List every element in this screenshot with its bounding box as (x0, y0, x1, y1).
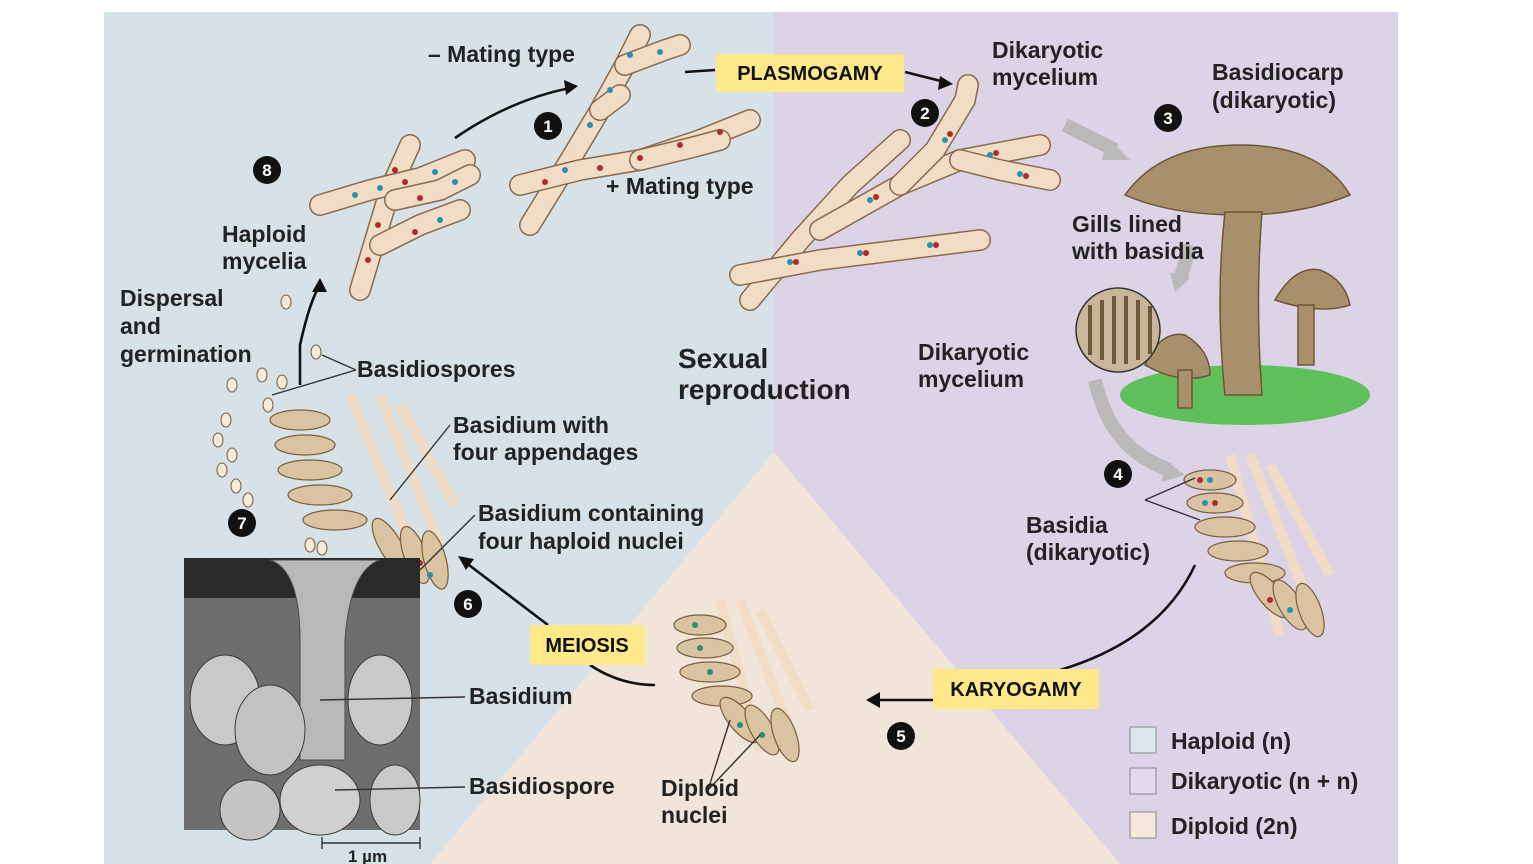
svg-text:1: 1 (543, 117, 552, 136)
dispersal-label-2: and (120, 313, 161, 339)
sem-micrograph (184, 558, 421, 841)
karyogamy-tag: KARYOGAMY (933, 669, 1099, 709)
dikaryotic-mycelium-illustration (729, 74, 1061, 311)
legend-item-haploid: Haploid (n) (1129, 726, 1291, 754)
diploid-nuclei-label-1: Diploid (661, 775, 739, 801)
svg-text:6: 6 (463, 595, 472, 614)
dikaryotic-mycelium-mid-label-2: mycelium (918, 366, 1024, 392)
basidium-nuclei-label-2: four haploid nuclei (478, 528, 684, 554)
dikaryotic-mycelium-mid-label-1: Dikaryotic (918, 339, 1029, 365)
leader-lines (271, 354, 1201, 849)
step-5-marker: 5 (887, 722, 915, 750)
basidiocarp-label-1: Basidiocarp (1212, 59, 1344, 85)
svg-text:5: 5 (896, 727, 905, 746)
svg-text:2: 2 (920, 104, 929, 123)
legend-item-diploid: Diploid (2n) (1129, 811, 1297, 839)
diploid-region (430, 452, 1120, 864)
step-3-marker: 3 (1154, 104, 1182, 132)
plus-mating-type-label: + Mating type (606, 173, 754, 199)
legend-label-dikaryotic: Dikaryotic (n + n) (1171, 768, 1358, 794)
step-1-marker: 1 (534, 112, 562, 140)
plasmogamy-tag: PLASMOGAMY (716, 54, 904, 92)
dispersal-label-1: Dispersal (120, 285, 224, 311)
legend-swatch-dikaryotic (1129, 767, 1157, 795)
scale-bar-label: 1 µm (348, 847, 387, 864)
meiosis-label: MEIOSIS (545, 635, 628, 657)
step-2-marker: 2 (911, 99, 939, 127)
dispersal-label-3: germination (120, 341, 252, 367)
step-7-marker: 7 (228, 509, 256, 537)
sexual-reproduction-label-2: reproduction (678, 374, 851, 405)
diploid-nuclei-label-2: nuclei (661, 802, 727, 828)
gills-label-2: with basidia (1071, 238, 1204, 264)
mating-hyphae-illustration (509, 24, 761, 236)
step-4-marker: 4 (1104, 460, 1132, 488)
basidium-label: Basidium (469, 683, 573, 709)
basidia-diploid-illustration (673, 598, 815, 763)
cycle-arrows (298, 68, 1197, 708)
dikaryotic-mycelium-top-label-2: mycelium (992, 64, 1098, 90)
basidiocarp-label-2: (dikaryotic) (1212, 87, 1336, 113)
sexual-reproduction-label-1: Sexual (678, 343, 768, 374)
step-8-marker: 8 (253, 156, 281, 184)
legend-label-haploid: Haploid (n) (1171, 728, 1291, 754)
basidia-haploid-illustration (269, 393, 460, 590)
plasmogamy-label: PLASMOGAMY (737, 63, 883, 85)
haploid-mycelia-label-1: Haploid (222, 221, 306, 247)
legend-label-diploid: Diploid (2n) (1171, 813, 1297, 839)
svg-text:3: 3 (1163, 109, 1172, 128)
basidia-label-1: Basidia (1026, 512, 1108, 538)
meiosis-tag: MEIOSIS (530, 625, 645, 665)
basidia-label-2: (dikaryotic) (1026, 539, 1150, 565)
basidium-appendages-label-1: Basidium with (453, 412, 609, 438)
basidia-dikaryotic-illustration (1183, 453, 1335, 638)
gills-label-1: Gills lined (1072, 211, 1182, 237)
basidiospores-illustration (212, 294, 328, 556)
svg-text:7: 7 (237, 514, 246, 533)
dikaryotic-mycelium-top-label-1: Dikaryotic (992, 37, 1103, 63)
basidium-appendages-label-2: four appendages (453, 439, 638, 465)
legend-swatch-diploid (1129, 811, 1157, 839)
karyogamy-label: KARYOGAMY (950, 679, 1082, 701)
minus-mating-type-label: – Mating type (428, 41, 575, 67)
haploid-mycelia-label-2: mycelia (222, 248, 307, 274)
legend: Haploid (n) Dikaryotic (n + n) Diploid (… (1129, 726, 1358, 839)
basidiocarp-illustration (1075, 144, 1370, 425)
svg-text:4: 4 (1113, 465, 1123, 484)
legend-item-dikaryotic: Dikaryotic (n + n) (1129, 767, 1358, 795)
legend-swatch-haploid (1129, 726, 1157, 754)
step-6-marker: 6 (454, 590, 482, 618)
haploid-mycelia-illustration (309, 134, 481, 301)
basidium-nuclei-label-1: Basidium containing (478, 500, 704, 526)
svg-text:8: 8 (262, 161, 271, 180)
basidiospores-label: Basidiospores (357, 356, 516, 382)
basidiospore-label: Basidiospore (469, 773, 615, 799)
